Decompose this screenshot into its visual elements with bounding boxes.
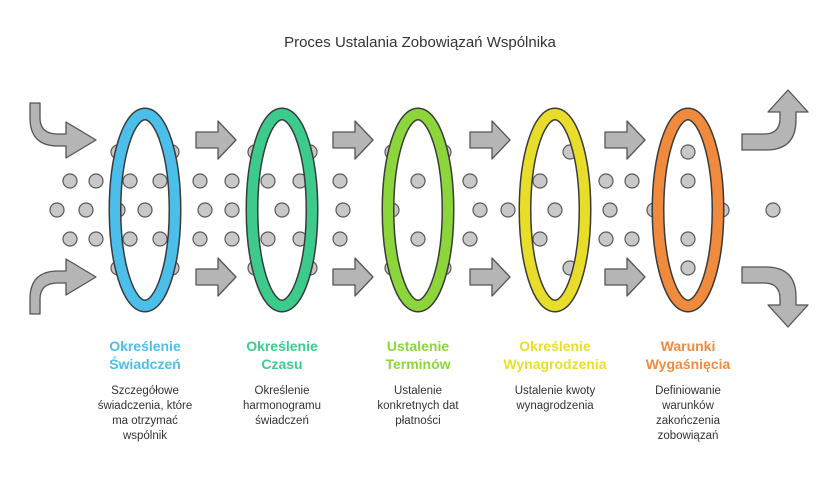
arrow-right-icon <box>195 120 237 160</box>
particle-dot <box>680 260 696 276</box>
stage-label-line: Określenie <box>109 338 181 354</box>
stage-description-line: wspólnik <box>122 430 168 442</box>
stage-description-line: Ustalenie kwoty <box>514 385 596 397</box>
particle-dot <box>88 231 104 247</box>
particle-dot <box>49 202 65 218</box>
particle-dot <box>602 202 618 218</box>
particle-dot <box>122 231 138 247</box>
stage-ring <box>653 109 723 311</box>
arrow-right-icon <box>332 257 374 297</box>
stage-label-line: Wygaśnięcia <box>645 356 731 372</box>
particle-dot <box>335 202 351 218</box>
stage-description-line: Definiowanie <box>655 385 721 397</box>
stage-label-line: Określenie <box>519 338 591 354</box>
particle-dot <box>332 173 348 189</box>
particle-dot <box>547 202 563 218</box>
particle-dot <box>462 173 478 189</box>
particle-dot <box>197 202 213 218</box>
arrow-right-icon <box>604 120 646 160</box>
stage-label-line: Czasu <box>261 356 303 372</box>
curved-arrow-out-top-icon <box>741 89 809 151</box>
particle-dot <box>472 202 488 218</box>
stage-ring <box>110 109 180 311</box>
arrow-right-icon <box>332 120 374 160</box>
particle-dot <box>680 231 696 247</box>
stage-description-line: wynagrodzenia <box>516 400 594 412</box>
stage-description: Ustalenie kwoty wynagrodzenia <box>490 384 620 414</box>
stage-description-line: zobowiązań <box>657 430 719 442</box>
curved-arrow-in-top-icon <box>29 102 97 159</box>
particle-dot <box>765 202 781 218</box>
particle-dot <box>624 231 640 247</box>
particle-dot <box>260 231 276 247</box>
curved-arrow-out-bottom-icon <box>741 266 809 328</box>
particle-dot <box>152 231 168 247</box>
particle-dot <box>224 173 240 189</box>
arrow-right-icon <box>195 257 237 297</box>
particle-dot <box>62 173 78 189</box>
stage-label-line: Wynagrodzenia <box>503 356 607 372</box>
particle-dot <box>532 173 548 189</box>
stage-label-line: Ustalenie <box>386 338 450 354</box>
particle-dot <box>260 173 276 189</box>
stage-description-line: ma otrzymać <box>112 415 178 427</box>
particle-dot <box>122 173 138 189</box>
particle-dot <box>598 231 614 247</box>
stage-description-line: Szczegółowe <box>111 385 179 397</box>
particle-dot <box>78 202 94 218</box>
particle-dot <box>410 173 426 189</box>
particle-dot <box>500 202 516 218</box>
stage-description: Określenie harmonogramu świadczeń <box>217 384 347 429</box>
particle-dot <box>532 231 548 247</box>
stage-description-line: warunków <box>662 400 714 412</box>
stage-ring <box>247 109 317 311</box>
stage-description-line: świadczenia, które <box>97 400 193 412</box>
particle-dot <box>274 202 290 218</box>
arrow-right-icon <box>469 257 511 297</box>
particle-dot <box>680 144 696 160</box>
particle-dot <box>462 231 478 247</box>
stage-label-line: Warunki <box>660 338 716 354</box>
particle-dot <box>192 173 208 189</box>
curved-arrow-in-bottom-icon <box>29 258 97 315</box>
diagram-title: Proces Ustalania Zobowiązań Wspólnika <box>284 34 556 51</box>
arrow-right-icon <box>604 257 646 297</box>
stage-ring <box>383 109 453 311</box>
stage-description-line: zakończenia <box>656 415 720 427</box>
stage-label-line: Terminów <box>385 356 451 372</box>
stage-label-line: Określenie <box>246 338 318 354</box>
stage-description-line: konkretnych dat <box>377 400 459 412</box>
particle-dot <box>224 202 240 218</box>
particle-dot <box>88 173 104 189</box>
particle-dot <box>624 173 640 189</box>
stage-description: Definiowanie warunków zakończenia zobowiąza… <box>623 384 753 444</box>
stage-description-line: Ustalenie <box>394 385 442 397</box>
particle-dot <box>410 231 426 247</box>
particle-dot <box>598 173 614 189</box>
arrow-right-icon <box>469 120 511 160</box>
particle-dot <box>680 173 696 189</box>
particle-dot <box>137 202 153 218</box>
stage-ring <box>520 109 590 311</box>
particle-dot <box>62 231 78 247</box>
stage-label-line: Świadczeń <box>109 356 181 372</box>
stage-description-line: świadczeń <box>255 415 309 427</box>
particle-dot <box>332 231 348 247</box>
stage-description: Szczegółowe świadczenia, które ma otrzymać… <box>80 384 210 444</box>
stage-description: Ustalenie konkretnych dat płatności <box>353 384 483 429</box>
particle-dot <box>224 231 240 247</box>
particle-dot <box>192 231 208 247</box>
particle-dot <box>152 173 168 189</box>
stage-description-line: harmonogramu <box>243 400 321 412</box>
stage-description-line: Określenie <box>254 385 310 397</box>
stage-description-line: płatności <box>395 415 441 427</box>
